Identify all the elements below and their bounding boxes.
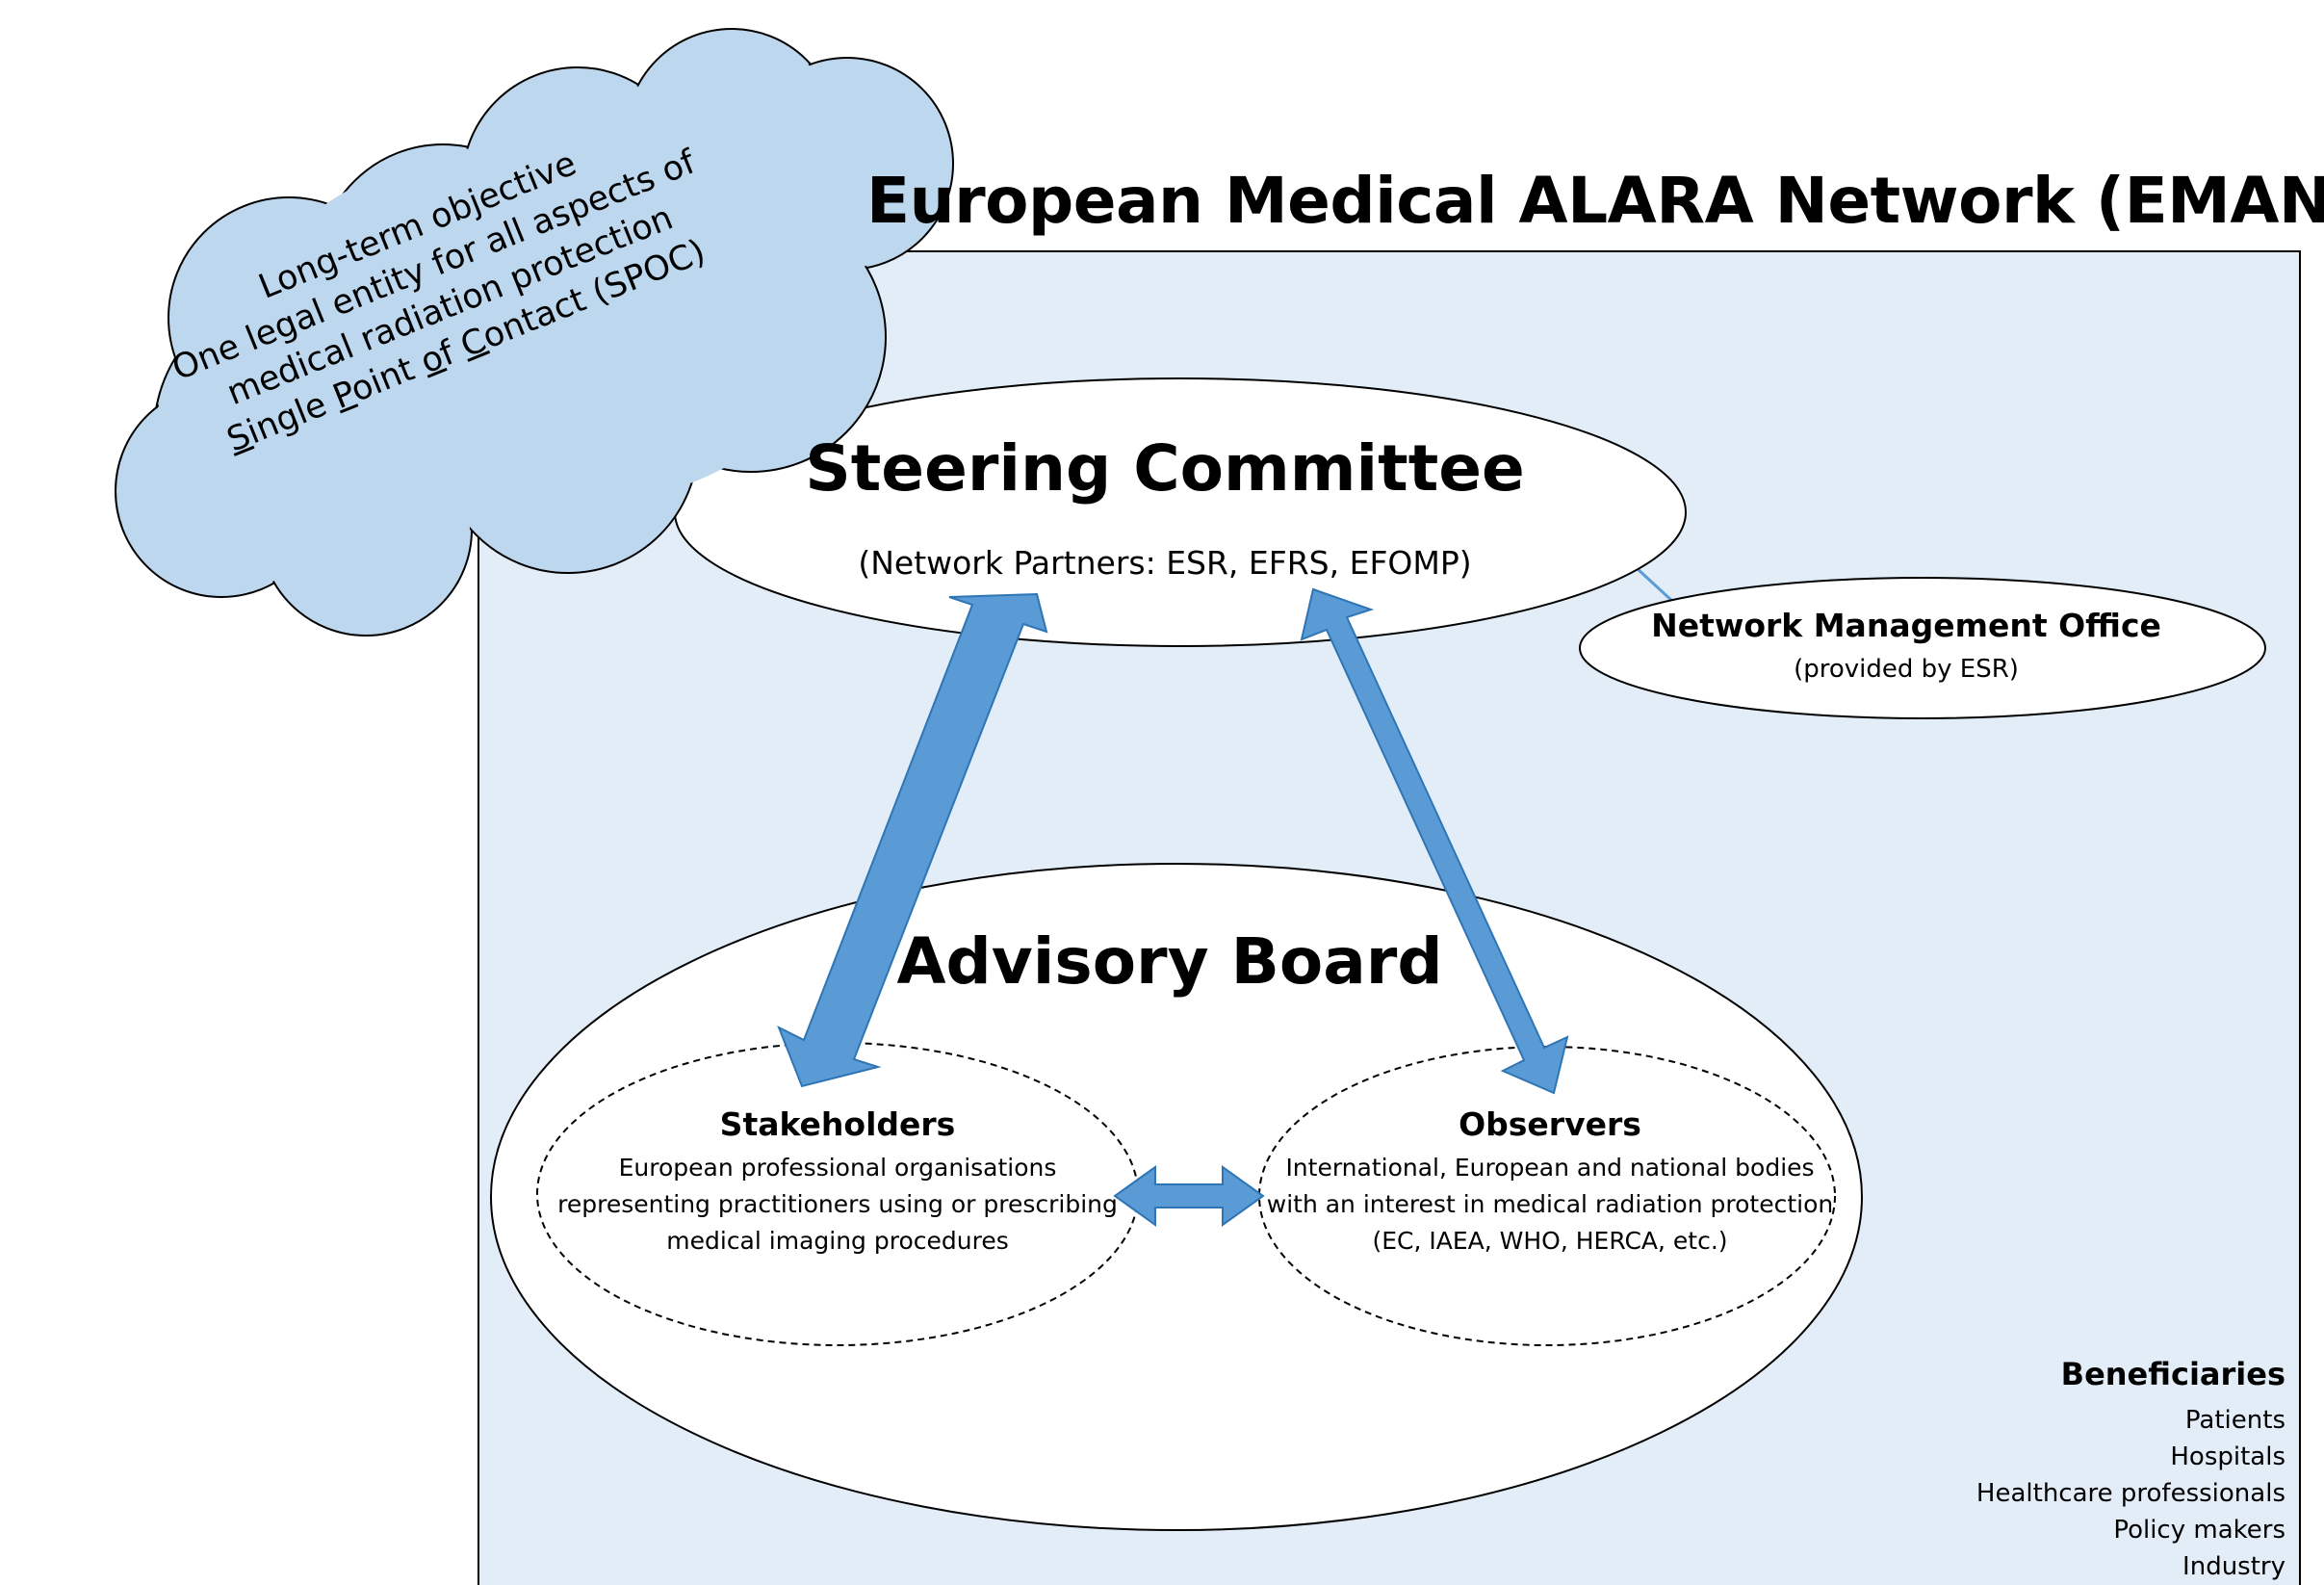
beneficiary-item: Policy makers <box>2113 1516 2285 1545</box>
advisory-board-title: Advisory Board <box>896 924 1443 999</box>
nmo-title: Network Management Office <box>1651 607 2161 644</box>
observers-title: Observers <box>1459 1105 1641 1143</box>
beneficiaries-title: Beneficiaries <box>2060 1356 2285 1392</box>
arrow-observers-steering <box>1300 587 1569 1095</box>
arrow-stakeholders-steering <box>777 592 1048 1088</box>
stakeholders-line-3: medical imaging procedures <box>666 1227 1009 1255</box>
nmo-subtitle: (provided by ESR) <box>1794 655 2019 684</box>
steering-committee-title: Steering Committee <box>805 431 1525 506</box>
arrow-stakeholders-observers <box>1113 1165 1265 1227</box>
stakeholders-line-1: European professional organisations <box>618 1154 1057 1182</box>
beneficiary-item: Hospitals <box>2170 1442 2285 1471</box>
cloud-fill-cover <box>117 31 951 634</box>
beneficiary-item: Patients <box>2184 1406 2285 1435</box>
beneficiary-item: Industry <box>2182 1552 2285 1581</box>
stakeholders-title: Stakeholders <box>719 1105 956 1143</box>
diagram-title: European Medical ALARA Network (EMAN) <box>866 164 2324 238</box>
observers-line-1: International, European and national bod… <box>1285 1154 1815 1182</box>
observers-line-3: (EC, IAEA, WHO, HERCA, etc.) <box>1372 1227 1728 1255</box>
nmo-ellipse <box>1579 577 2266 719</box>
beneficiary-item: Healthcare professionals <box>1975 1479 2285 1508</box>
stakeholders-line-2: representing practitioners using or pres… <box>557 1190 1118 1218</box>
steering-committee-subtitle: (Network Partners: ESR, EFRS, EFOMP) <box>858 544 1472 582</box>
nmo-connector-line <box>1635 566 1675 604</box>
observers-line-2: with an interest in medical radiation pr… <box>1266 1190 1834 1218</box>
